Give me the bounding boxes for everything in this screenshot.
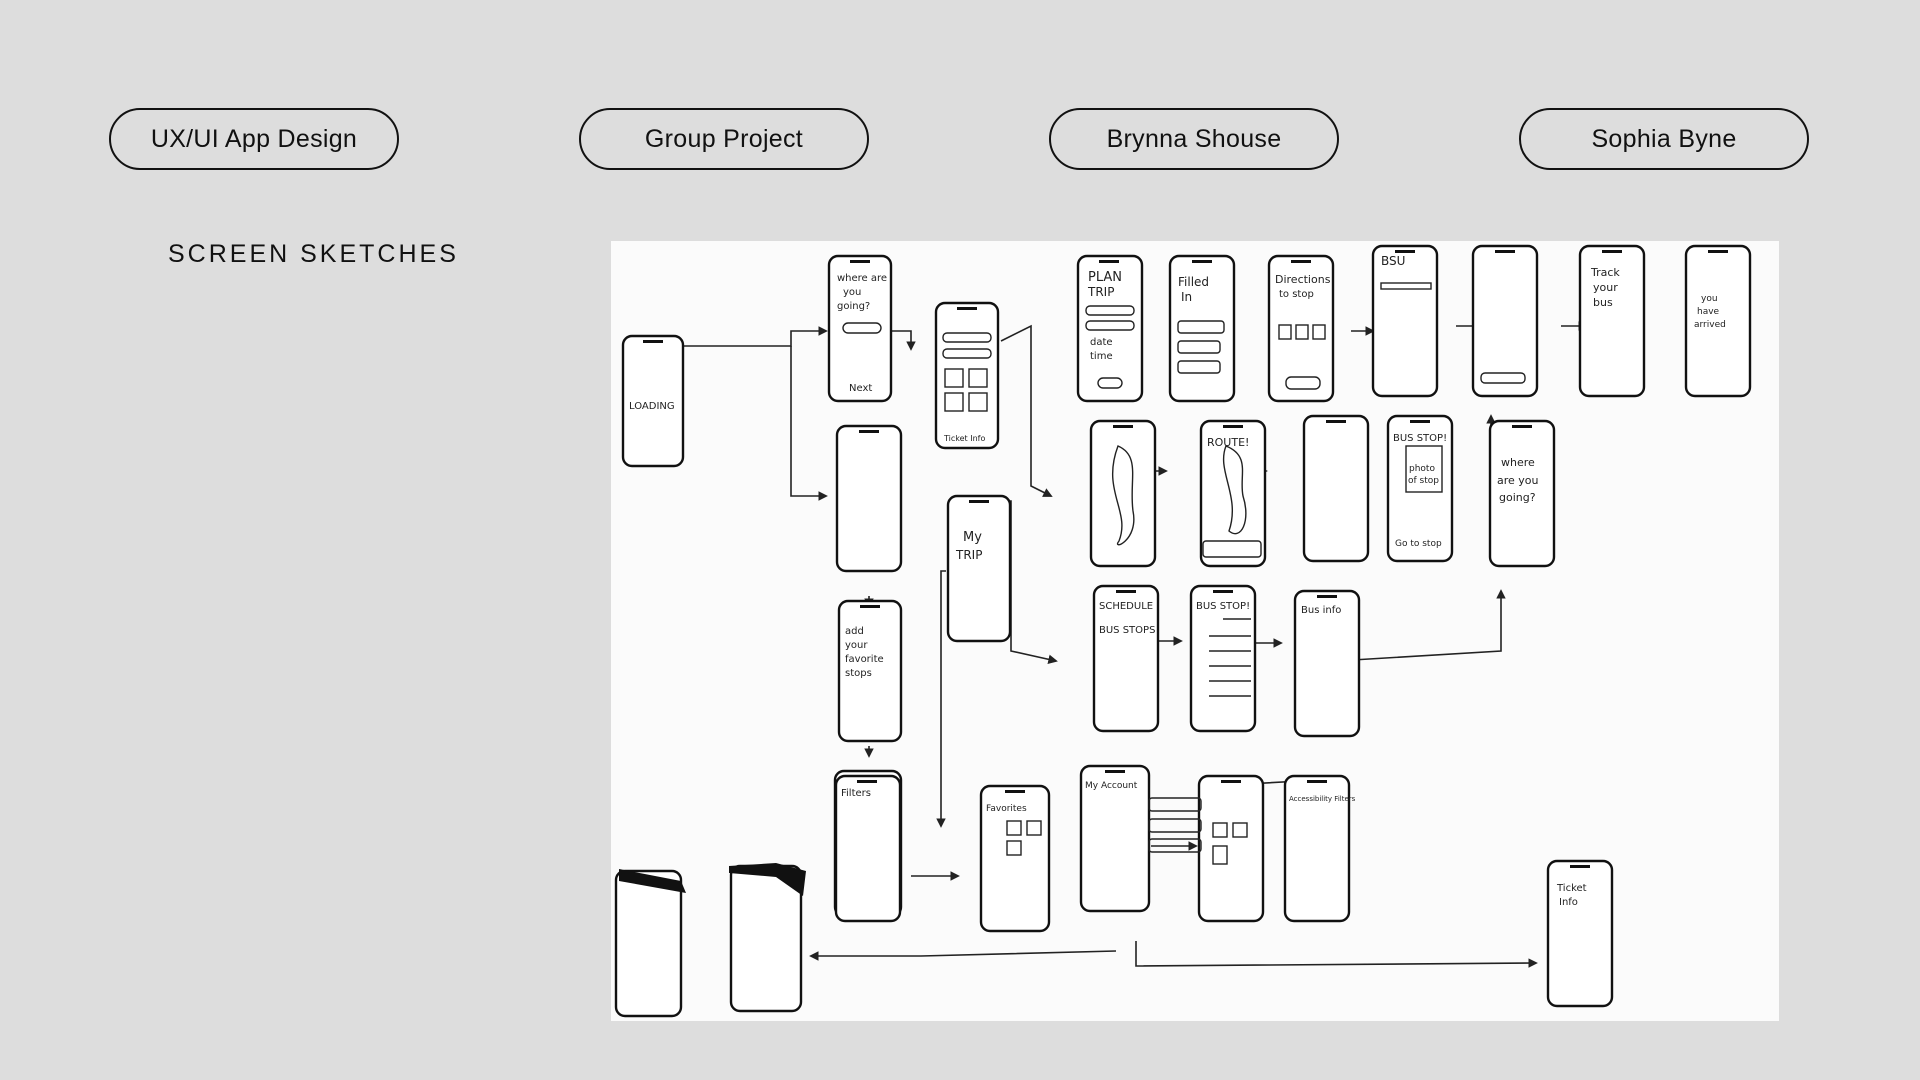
- label-info: Info: [1559, 897, 1578, 908]
- label-bsu: BSU: [1381, 254, 1405, 268]
- label-go-to-stop: Go to stop: [1395, 539, 1442, 549]
- label-loading: LOADING: [629, 401, 675, 412]
- phone-speakers: [643, 250, 1728, 868]
- label-to-stop: to stop: [1279, 289, 1314, 300]
- label-you: you: [843, 287, 861, 298]
- photo-shadow: [619, 869, 686, 893]
- label-filled: Filled: [1178, 275, 1209, 289]
- label-schedule: SCHEDULE: [1099, 601, 1153, 612]
- label-time: time: [1090, 351, 1113, 362]
- label-route: ROUTE!: [1207, 436, 1249, 449]
- label-in: In: [1181, 290, 1192, 304]
- label-plan: PLAN: [1088, 270, 1122, 285]
- label-bus-stops: BUS STOPS: [1099, 625, 1155, 636]
- label-directions: Directions: [1275, 273, 1331, 286]
- label-date: date: [1090, 337, 1113, 348]
- label-track: Track: [1590, 266, 1620, 279]
- photo-shadow-2: [729, 863, 806, 896]
- tag-brynna-shouse: Brynna Shouse: [1049, 108, 1339, 170]
- label-going: going?: [837, 301, 870, 312]
- label-accessibility: Accessibility Filters: [1289, 795, 1356, 803]
- screen-sketches-image: LOADING where are you going? Next Ticket…: [611, 241, 1779, 1021]
- label-add: add: [845, 626, 864, 637]
- label-ticket: Ticket: [1556, 883, 1587, 894]
- label-photo: photo: [1409, 464, 1435, 474]
- label-bus-stop2: BUS STOP!: [1196, 601, 1250, 612]
- label-bus-stop: BUS STOP!: [1393, 433, 1447, 444]
- label-favorite: favorite: [845, 654, 884, 665]
- label-your: your: [1593, 281, 1618, 294]
- tag-group-project: Group Project: [579, 108, 869, 170]
- label-stops: stops: [845, 668, 872, 679]
- sketch-labels: LOADING where are you going? Next Ticket…: [629, 254, 1726, 908]
- label-my-account: My Account: [1085, 781, 1138, 791]
- tag-sophia-byne: Sophia Byne: [1519, 108, 1809, 170]
- label-your2: your: [845, 640, 868, 651]
- label-trip2: TRIP: [1087, 285, 1114, 299]
- section-title: SCREEN SKETCHES: [168, 240, 459, 268]
- label-my: My: [963, 530, 982, 545]
- label-filters: Filters: [841, 788, 871, 799]
- label-going2: going?: [1499, 491, 1536, 504]
- label-of-stop: of stop: [1408, 476, 1439, 486]
- label-you2: you: [1701, 294, 1718, 304]
- label-bus-info: Bus info: [1301, 605, 1341, 616]
- label-where: where: [1501, 456, 1535, 469]
- label-trip: TRIP: [955, 548, 982, 562]
- label-ticket-info: Ticket Info: [943, 434, 985, 443]
- label-next: Next: [849, 383, 872, 394]
- label-arrived: arrived: [1694, 320, 1726, 330]
- label-where-are: where are: [837, 273, 887, 284]
- sketch-details: [842, 282, 1526, 865]
- label-are-you: are you: [1497, 474, 1539, 487]
- tag-ux-ui-app-design: UX/UI App Design: [109, 108, 399, 170]
- label-favorites: Favorites: [986, 804, 1027, 814]
- label-have: have: [1697, 307, 1720, 317]
- phone-sketches: [614, 244, 1752, 1018]
- label-bus: bus: [1593, 296, 1613, 309]
